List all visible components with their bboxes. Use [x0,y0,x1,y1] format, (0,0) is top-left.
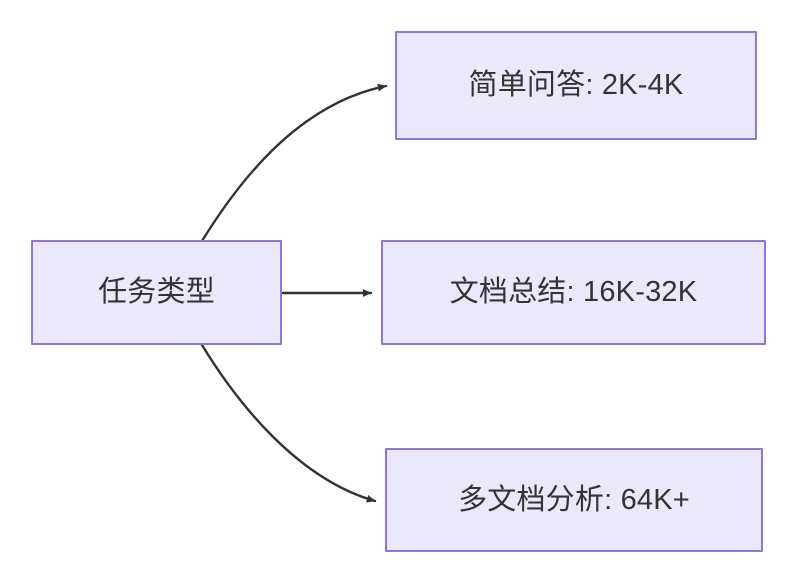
node-doc-summary-label: 文档总结: 16K-32K [449,276,698,309]
node-simple-qa[interactable]: 简单问答: 2K-4K [395,31,757,140]
node-multi-doc[interactable]: 多文档分析: 64K+ [385,448,763,552]
node-task-type[interactable]: 任务类型 [31,240,282,345]
node-multi-doc-label: 多文档分析: 64K+ [458,483,690,516]
node-doc-summary[interactable]: 文档总结: 16K-32K [381,240,766,345]
node-task-type-label: 任务类型 [98,276,215,309]
edge-root-to-simple-qa [200,83,388,243]
edge-root-to-multi-doc [200,343,377,503]
node-simple-qa-label: 简单问答: 2K-4K [468,69,684,102]
